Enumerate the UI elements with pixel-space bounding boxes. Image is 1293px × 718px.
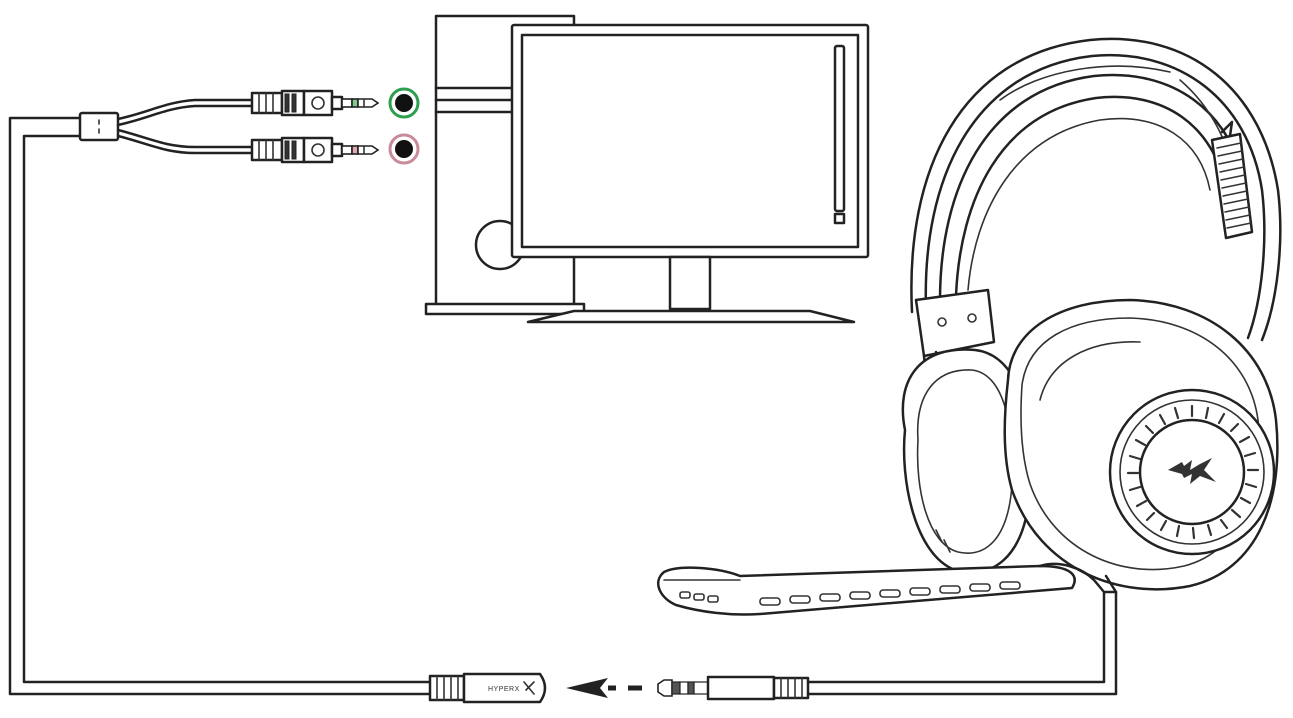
microphone-plug [250, 136, 380, 164]
headset [657, 37, 1282, 616]
speaker-grill [1126, 404, 1260, 540]
connect-arrow-icon [566, 678, 642, 698]
adapter-brand-label: HYPERX [488, 686, 520, 693]
microphone-port [388, 133, 420, 165]
hyperx-logo-icon [1168, 458, 1216, 484]
monitor [510, 23, 870, 324]
headphone-plug [250, 89, 380, 117]
microphone-boom [657, 562, 1118, 616]
splitter-body [78, 111, 120, 142]
headset-plug [657, 590, 1118, 701]
headband-adjuster [1210, 120, 1254, 240]
splitter-cable [8, 98, 434, 696]
right-ear-cup [1003, 298, 1279, 591]
splitter-female-adapter: HYPERX [428, 672, 547, 704]
headphone-port [388, 87, 420, 119]
